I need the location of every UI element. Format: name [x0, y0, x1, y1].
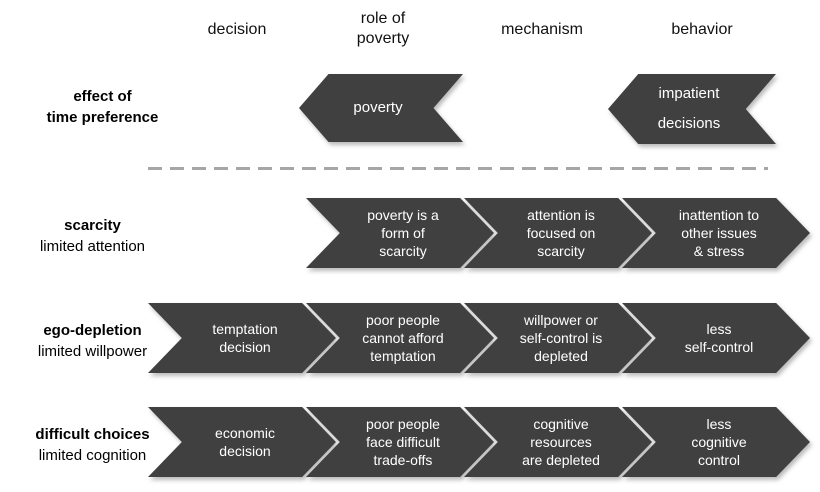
- arrow-impatient-decisions: impatient decisions: [608, 74, 776, 144]
- row-label-effect-of-time-preference: effect of time preference: [0, 86, 205, 128]
- arrow-less-cognitive-control: less cognitive control: [622, 407, 810, 477]
- arrow-shape: attention is focused on scarcity: [464, 198, 652, 268]
- arrow-shape: inattention to other issues & stress: [622, 198, 810, 268]
- row-label-difficult-choices: difficult choices limited cognition: [0, 424, 185, 466]
- row-label-scarcity: scarcity limited attention: [0, 215, 185, 257]
- arrow-poor-face-difficult-tradeoffs: poor people face difficult trade-offs: [306, 407, 494, 477]
- arrow-economic-decision: economic decision: [148, 407, 336, 477]
- column-header-role-of-poverty: role of poverty: [356, 10, 410, 47]
- arrow-shape: less self-control: [622, 303, 810, 373]
- arrow-poverty: poverty: [299, 74, 463, 142]
- row-label-line1: effect of: [73, 88, 132, 105]
- arrow-shape: impatient decisions: [608, 74, 776, 144]
- arrow-shape: poverty: [299, 74, 463, 142]
- arrow-temptation-decision: temptation decision: [148, 303, 336, 373]
- column-header-behavior: behavior: [671, 21, 733, 38]
- arrow-shape: poor people cannot afford temptation: [306, 303, 494, 373]
- row-label-line1: difficult choices: [35, 426, 150, 443]
- arrow-shape: less cognitive control: [622, 407, 810, 477]
- arrow-willpower-self-control-depleted: willpower or self-control is depleted: [464, 303, 652, 373]
- arrow-inattention-other-issues-stress: inattention to other issues & stress: [622, 198, 810, 268]
- row-label-line2: limited willpower: [37, 343, 148, 360]
- row-label-line1: ego-depletion: [43, 322, 142, 339]
- arrow-cognitive-resources-depleted: cognitive resources are depleted: [464, 407, 652, 477]
- arrow-attention-focused-on-scarcity: attention is focused on scarcity: [464, 198, 652, 268]
- arrow-poor-cannot-afford-temptation: poor people cannot afford temptation: [306, 303, 494, 373]
- row-label-line2: limited cognition: [38, 447, 147, 464]
- arrow-less-self-control: less self-control: [622, 303, 810, 373]
- row-label-line1: scarcity: [64, 217, 121, 234]
- dashed-divider: [148, 167, 768, 170]
- row-label-line2: time preference: [46, 109, 159, 126]
- row-label-ego-depletion: ego-depletion limited willpower: [0, 320, 185, 362]
- column-header-mechanism: mechanism: [501, 21, 583, 38]
- column-header-decision: decision: [207, 21, 267, 38]
- row-label-line2: limited attention: [39, 238, 146, 255]
- arrow-poverty-form-of-scarcity: poverty is a form of scarcity: [306, 198, 494, 268]
- arrow-shape: willpower or self-control is depleted: [464, 303, 652, 373]
